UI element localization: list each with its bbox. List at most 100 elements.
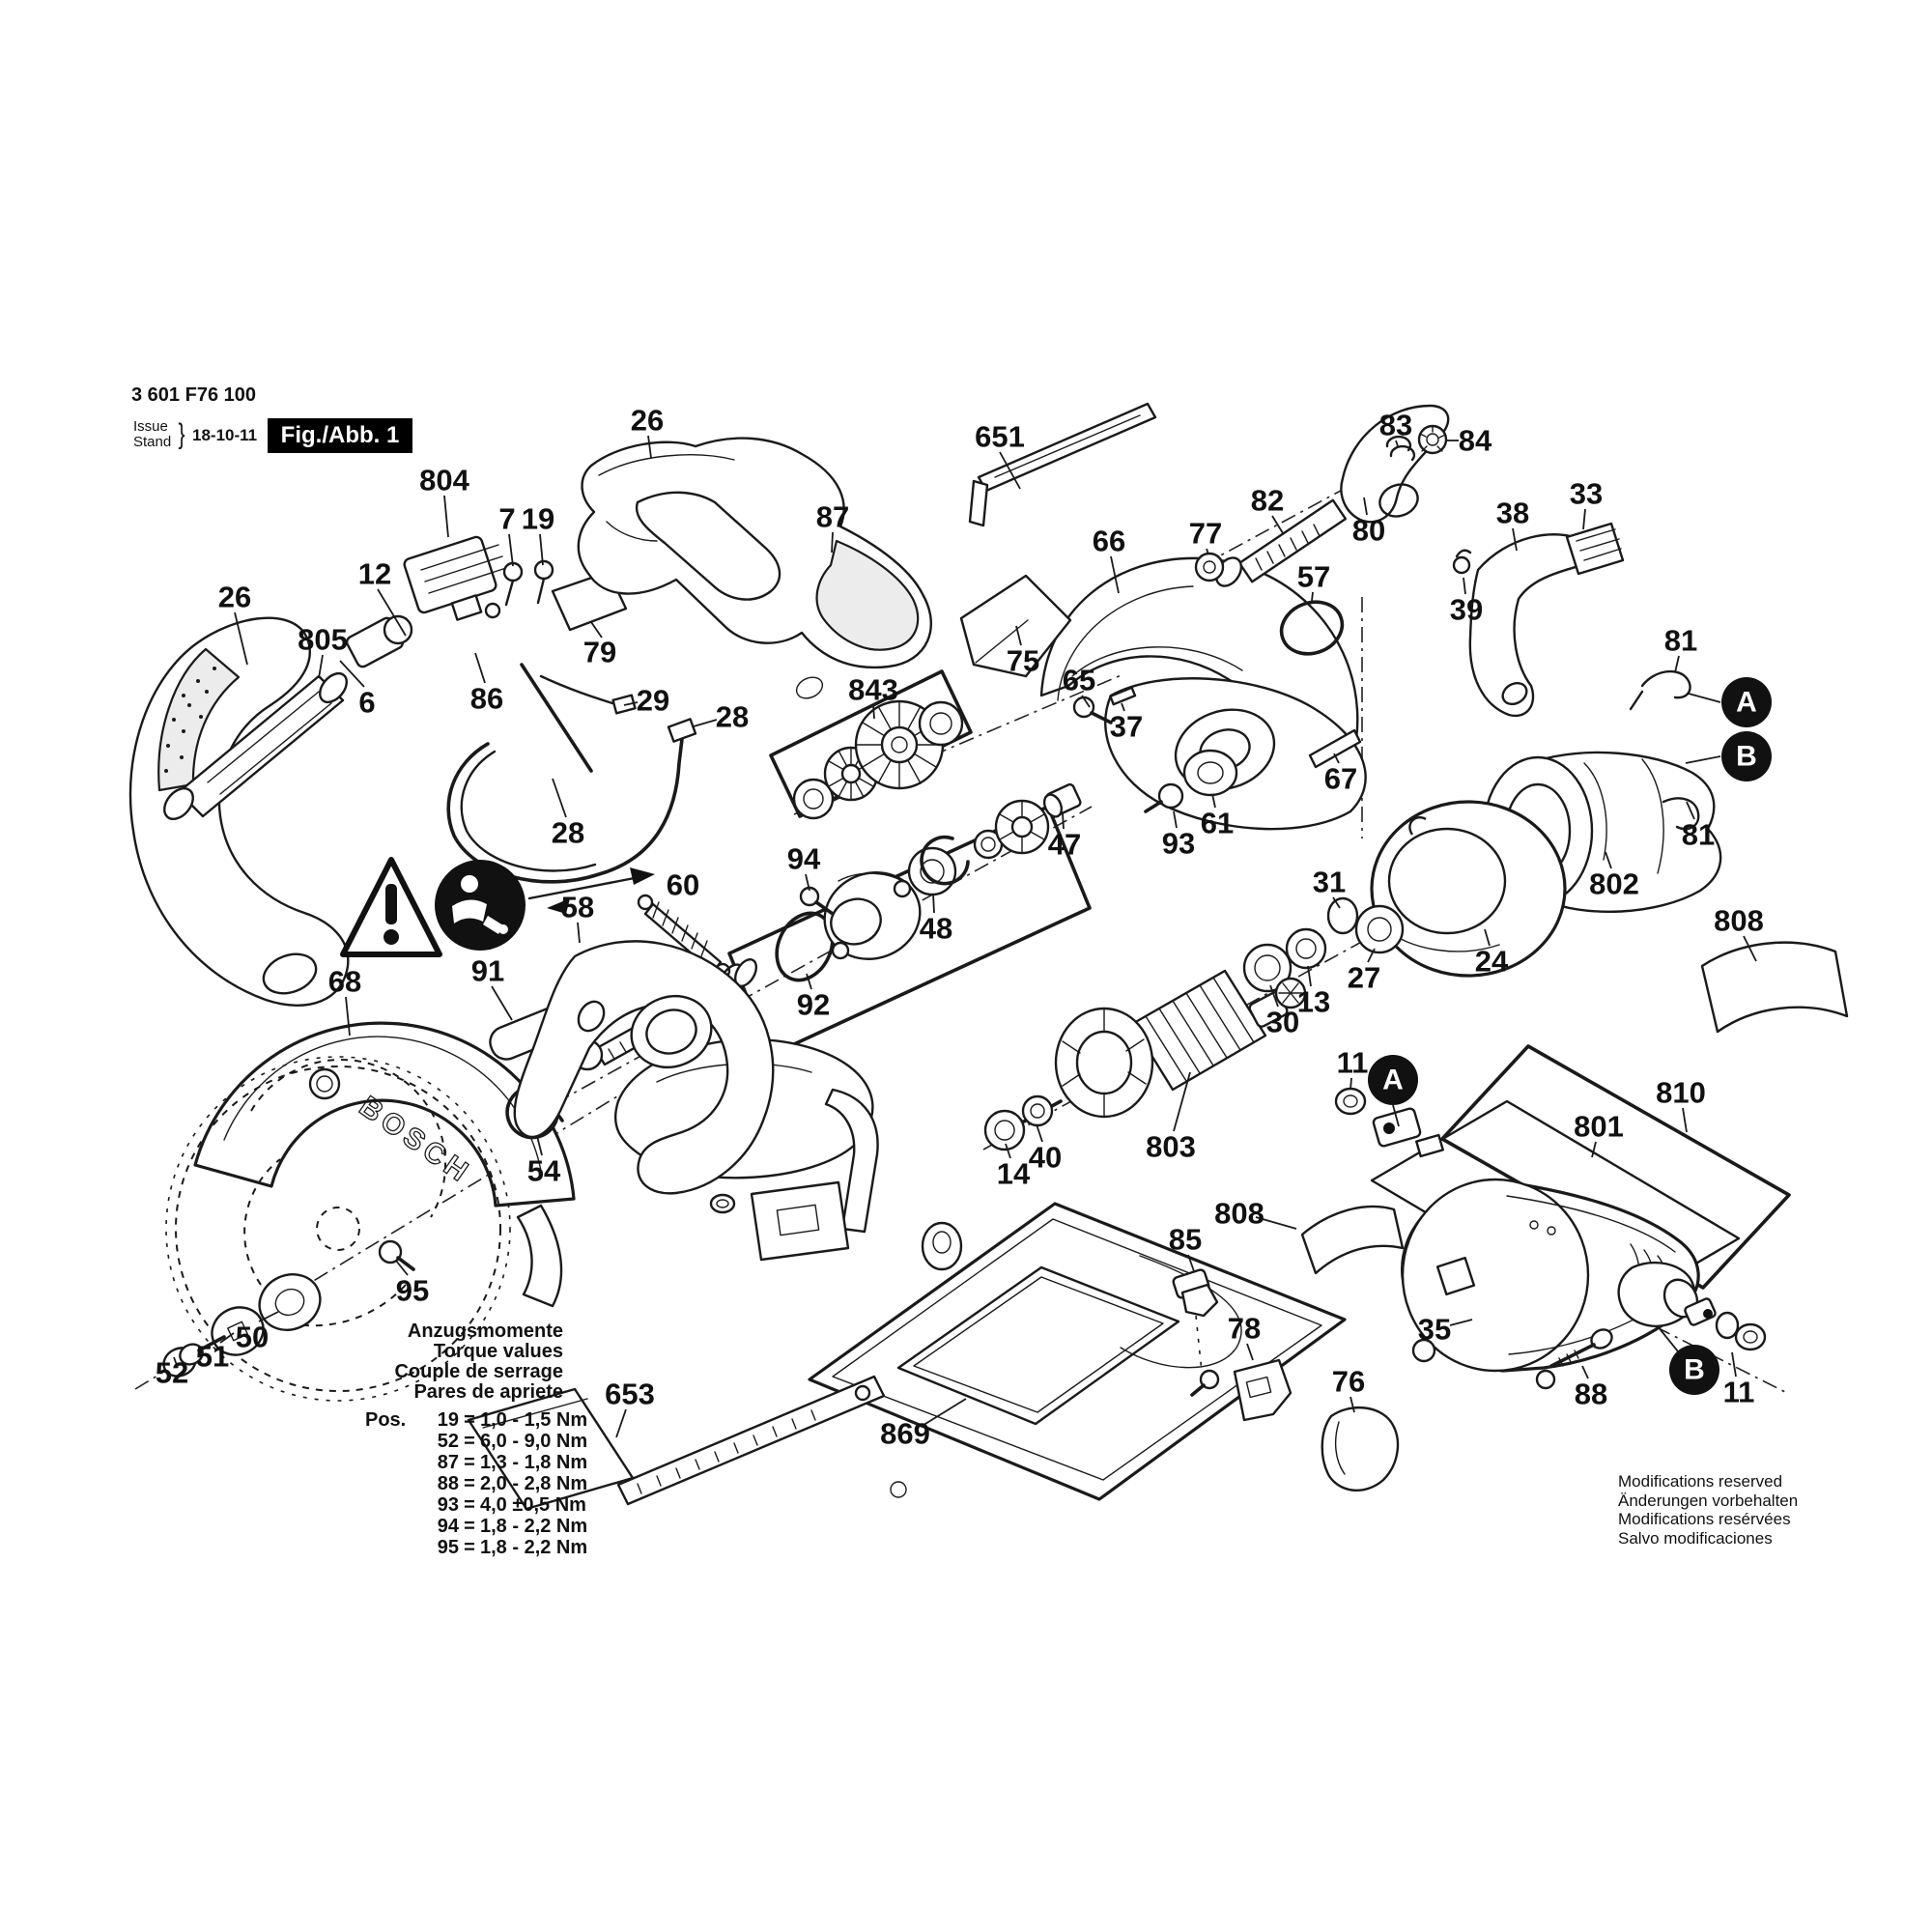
leader-line (1392, 1104, 1400, 1127)
leader-line (615, 1408, 627, 1438)
part-label-805: 805 (298, 623, 348, 657)
part-label-12: 12 (358, 557, 391, 591)
leader-lines (173, 435, 1757, 1438)
leader-line (1081, 695, 1091, 708)
svg-text:A: A (1382, 1065, 1404, 1096)
leader-line (219, 1332, 235, 1344)
part-label-79: 79 (583, 636, 616, 669)
part-label-65: 65 (1063, 664, 1095, 697)
leader-line (1743, 935, 1757, 962)
leader-line (1255, 1216, 1297, 1230)
part-label-27: 27 (1348, 961, 1380, 995)
part-label-80: 80 (1352, 514, 1385, 548)
swing-guard (513, 940, 775, 1195)
leader-line (1246, 1343, 1254, 1361)
part-label-37: 37 (1110, 710, 1143, 744)
pin-37 (1109, 686, 1137, 706)
part-label-82: 82 (1251, 484, 1284, 518)
hex-key (968, 402, 1157, 527)
badge-B: B (1669, 1345, 1719, 1395)
part-label-86: 86 (470, 682, 503, 716)
spring-39 (1452, 549, 1472, 575)
leader-line (1015, 625, 1022, 646)
part-label-58: 58 (561, 891, 594, 924)
washer-40 (1021, 1094, 1054, 1127)
leader-line (1591, 1141, 1597, 1158)
leader-line (1449, 1319, 1473, 1326)
part-label-35: 35 (1418, 1313, 1451, 1347)
torque-row: 88=2,0 - 2,8 Nm (437, 1473, 588, 1494)
issue-brace: } (178, 418, 185, 450)
sticker-808-center (1300, 1205, 1405, 1275)
svg-text:B: B (1684, 1354, 1705, 1386)
clamp-85 (1172, 1268, 1219, 1373)
part-label-51: 51 (196, 1340, 229, 1374)
leader-line (1484, 928, 1491, 947)
part-label-40: 40 (1029, 1141, 1062, 1175)
leader-line (1581, 1365, 1589, 1379)
blade-guard: BOSCH (193, 1021, 576, 1308)
grip-dots (164, 667, 216, 773)
part-label-48: 48 (920, 912, 952, 946)
leader-line (1333, 753, 1340, 764)
reference-arrows (527, 867, 655, 914)
leader-line (345, 996, 351, 1037)
read-manual-icon (435, 860, 526, 951)
cord-sleeve (163, 614, 413, 820)
part-label-88: 88 (1575, 1378, 1607, 1411)
leader-line (1311, 591, 1314, 602)
part-label-61: 61 (1201, 807, 1234, 840)
part-label-83: 83 (1379, 409, 1412, 442)
bearing-13 (1285, 927, 1327, 970)
part-label-54: 54 (527, 1154, 561, 1188)
leader-line (806, 973, 812, 990)
ring-31 (1326, 896, 1359, 935)
leader-line (1512, 527, 1518, 552)
part-label-38: 38 (1496, 497, 1529, 530)
ring-92 (775, 911, 835, 982)
part-label-85: 85 (1169, 1223, 1202, 1257)
leader-line (1121, 702, 1125, 712)
part-label-57: 57 (1297, 560, 1330, 594)
leader-line (831, 531, 834, 554)
block-33 (1565, 522, 1625, 576)
front-grip-handle (128, 616, 350, 1007)
bearing-48 (907, 846, 957, 896)
part-label-31: 31 (1313, 866, 1346, 899)
leader-line (920, 1398, 967, 1428)
torque-title-line: Couple de serrage (394, 1361, 563, 1382)
torque-title-line: Torque values (433, 1341, 563, 1362)
part-label-81: 81 (1664, 624, 1697, 658)
leader-line (1688, 693, 1721, 703)
washer-77 (1194, 552, 1225, 582)
leader-line (1350, 1396, 1355, 1413)
wire-hook-81-top (1640, 669, 1691, 699)
leader-line (1463, 577, 1466, 595)
leader-line (395, 1260, 409, 1276)
part-label-843: 843 (848, 673, 898, 707)
screw-95 (378, 1239, 415, 1271)
part-label-11: 11 (1723, 1376, 1755, 1409)
leader-line (1685, 755, 1721, 764)
star-nut-84 (1417, 424, 1448, 455)
pin-67 (1308, 728, 1362, 769)
leader-line (1686, 801, 1695, 820)
part-label-29: 29 (637, 684, 669, 718)
modification-note-line: Modifications resérvées (1618, 1510, 1791, 1528)
part-label-67: 67 (1324, 762, 1357, 796)
torque-title-line: Anzugsmomente (407, 1321, 563, 1342)
cord-end (163, 787, 194, 820)
leader-line (552, 778, 567, 818)
part-label-804: 804 (419, 464, 469, 497)
leader-line (1682, 1107, 1688, 1133)
leader-line (1731, 1351, 1737, 1378)
leader-line (234, 611, 248, 666)
leader-line (377, 588, 407, 637)
wire-hook-81-side (1662, 797, 1700, 831)
leader-line (1350, 1077, 1352, 1091)
clamp-bolt-assembly (1194, 404, 1450, 587)
leader-line (1110, 555, 1120, 594)
